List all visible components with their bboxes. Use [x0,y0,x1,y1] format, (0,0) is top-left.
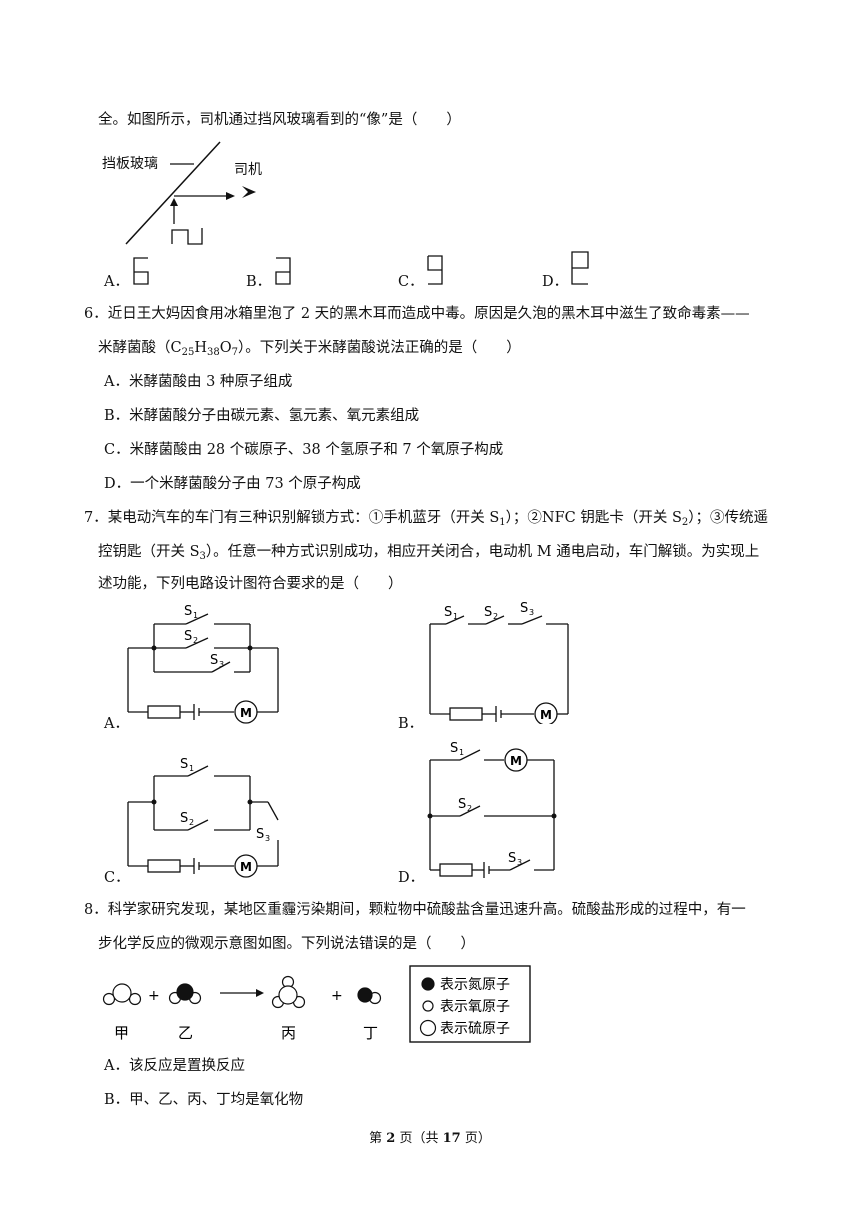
q6-option-b: B．米酵菌酸分子由碳元素、氢元素、氧元素组成 [104,408,420,424]
q5-option-a: A． [104,274,129,290]
svg-text:S: S [458,797,466,812]
svg-text:S: S [520,601,528,616]
q6-option-c: C．米酵菌酸由 28 个碳原子、38 个氢原子和 7 个氧原子构成 [104,442,504,458]
sulfur-atom-icon [419,1019,437,1037]
svg-text:3: 3 [529,608,534,617]
svg-text:丙: 丙 [281,1024,296,1042]
svg-text:2: 2 [189,818,194,827]
svg-text:S: S [484,605,492,620]
q5-option-b: B． [246,274,272,290]
resistor [147,705,181,719]
svg-text:S: S [180,757,188,772]
svg-text:M: M [240,860,252,874]
svg-text:M: M [540,708,552,722]
nitrogen-atom-icon [421,977,435,991]
q7-option-c: C． [104,870,130,886]
object-shape [171,228,203,245]
svg-text:表示氮原子: 表示氮原子 [440,977,510,993]
svg-text:1: 1 [459,748,464,757]
svg-text:表示硫原子: 表示硫原子 [440,1021,510,1037]
svg-text:3: 3 [265,834,270,843]
svg-text:甲: 甲 [114,1024,129,1042]
svg-text:2: 2 [493,612,498,621]
svg-text:丁: 丁 [363,1024,378,1042]
q5-option-d: D． [542,274,569,290]
svg-text:乙: 乙 [178,1024,193,1042]
q7-option-d: D． [398,870,425,886]
q6-stem-line1: 6．近日王大妈因食用冰箱里泡了 2 天的黑木耳而造成中毒。原因是久泡的黑木耳中滋… [84,306,750,322]
svg-text:+: + [331,988,343,1004]
svg-text:S: S [450,741,458,756]
oxygen-atom-icon [422,1000,434,1012]
q7-option-a: A． [104,716,129,732]
svg-text:2: 2 [193,636,198,645]
eye-icon [242,186,256,198]
svg-text:S: S [444,605,452,620]
svg-text:3: 3 [219,660,224,669]
svg-text:3: 3 [517,858,522,867]
q5-shape-c [427,255,443,285]
svg-text:表示氧原子: 表示氧原子 [440,999,510,1015]
q6-option-d: D．一个米酵菌酸分子由 73 个原子构成 [104,476,361,492]
svg-text:1: 1 [193,611,198,620]
svg-text:S: S [210,653,218,668]
q7-stem-line1: 7．某电动汽车的车门有三种识别解锁方式：①手机蓝牙（开关 S1）；②NFC 钥匙… [84,510,769,528]
q7-stem-line2: 控钥匙（开关 S3）。任意一种方式识别成功，相应开关闭合，电动机 M 通电启动，… [98,544,760,562]
driver-label: 司机 [234,162,262,178]
q6-option-a: A．米酵菌酸由 3 种原子组成 [104,374,293,390]
q5-shape-a [133,257,149,285]
reaction-diagram: + + 甲 乙 丙 丁 表示氮原子 表示氧原子 表示硫原子 [102,965,531,1043]
q7-stem-line3: 述功能，下列电路设计图符合要求的是（ ） [98,576,403,592]
q8-stem-line1: 8．科学家研究发现，某地区重霾污染期间，颗粒物中硫酸盐含量迅速升高。硫酸盐形成的… [84,902,746,918]
windshield-line [125,141,221,245]
svg-text:2: 2 [467,804,472,813]
svg-text:+: + [148,988,160,1004]
q7-option-b: B． [398,716,424,732]
q8-option-b: B．甲、乙、丙、丁均是氧化物 [104,1092,304,1108]
q5-option-c: C． [398,274,424,290]
svg-text:S: S [184,604,192,619]
q5-stem-tail: 全。如图所示，司机通过挡风玻璃看到的“像”是（ ） [98,112,461,128]
svg-text:M: M [510,754,522,768]
svg-text:S: S [508,851,516,866]
q8-stem-line2: 步化学反应的微观示意图如图。下列说法错误的是（ ） [98,936,475,952]
q8-option-a: A．该反应是置换反应 [104,1058,245,1074]
q6-stem-line2: 米酵菌酸（C25H38O7）。下列关于米酵菌酸说法正确的是（ ） [98,340,521,358]
glass-label: 挡板玻璃 [102,155,158,172]
page-footer: 第 2 页（共 17 页） [369,1131,491,1146]
q5-figure: 挡板玻璃 司机 [102,141,262,245]
svg-text:M: M [240,706,252,720]
svg-text:S: S [180,811,188,826]
svg-text:1: 1 [453,612,458,621]
q5-shape-d [571,251,589,285]
svg-text:S: S [184,629,192,644]
q5-shape-b [275,257,291,285]
svg-text:S: S [256,827,264,842]
svg-text:1: 1 [189,764,194,773]
